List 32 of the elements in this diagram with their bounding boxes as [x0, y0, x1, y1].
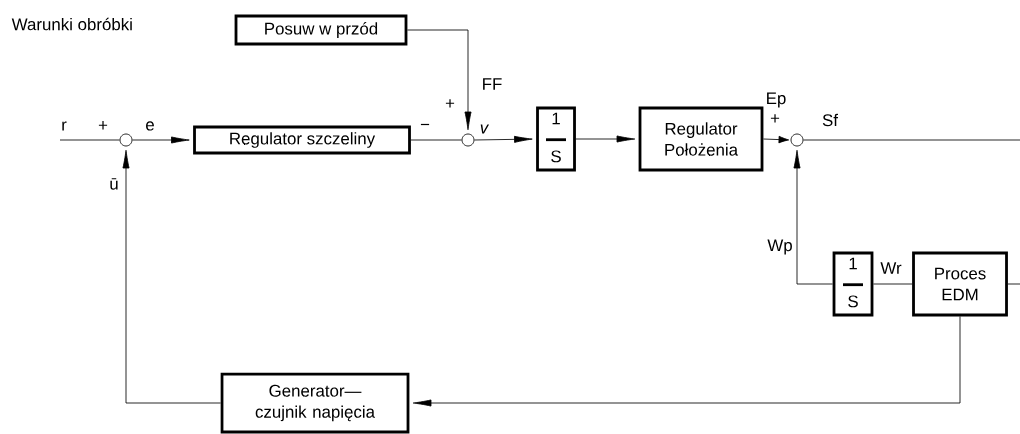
edge-label: Ep — [764, 91, 788, 109]
edge-label: Wr — [879, 260, 904, 276]
sign-label: + — [770, 114, 780, 123]
arrow — [793, 149, 834, 285]
arrow — [412, 316, 961, 407]
edge-label: v — [478, 123, 490, 135]
arrow — [575, 135, 636, 143]
edge-label: FF — [480, 76, 504, 92]
block-box: Regulator szczeliny — [193, 125, 411, 155]
block-box: Posuw w przód — [234, 14, 408, 46]
summing-junction — [461, 133, 475, 147]
block-box: Generator— czujnik napięcia — [220, 372, 410, 434]
transfer-function-box: 1 S — [536, 106, 576, 172]
arrow — [474, 135, 533, 143]
arrow — [407, 29, 472, 131]
edge-label: ū — [107, 176, 121, 192]
edge-label: Wp — [765, 238, 795, 256]
edge-label: e — [143, 120, 157, 133]
block-box: Regulator Położenia — [638, 106, 764, 172]
arrow — [132, 136, 190, 144]
arrow — [763, 135, 790, 144]
summing-junction — [790, 133, 804, 147]
caption-text: Warunki obróbki — [11, 17, 132, 31]
block-box: Proces EDM — [912, 251, 1008, 317]
arrow — [122, 149, 221, 404]
sign-label: + — [445, 99, 455, 108]
edge-label: r — [59, 120, 69, 132]
summing-junction — [119, 133, 133, 147]
sign-label: − — [420, 123, 430, 126]
sign-label: + — [98, 121, 108, 130]
transfer-function-box: 1 S — [832, 251, 874, 317]
edge-label: Sf — [820, 112, 840, 128]
